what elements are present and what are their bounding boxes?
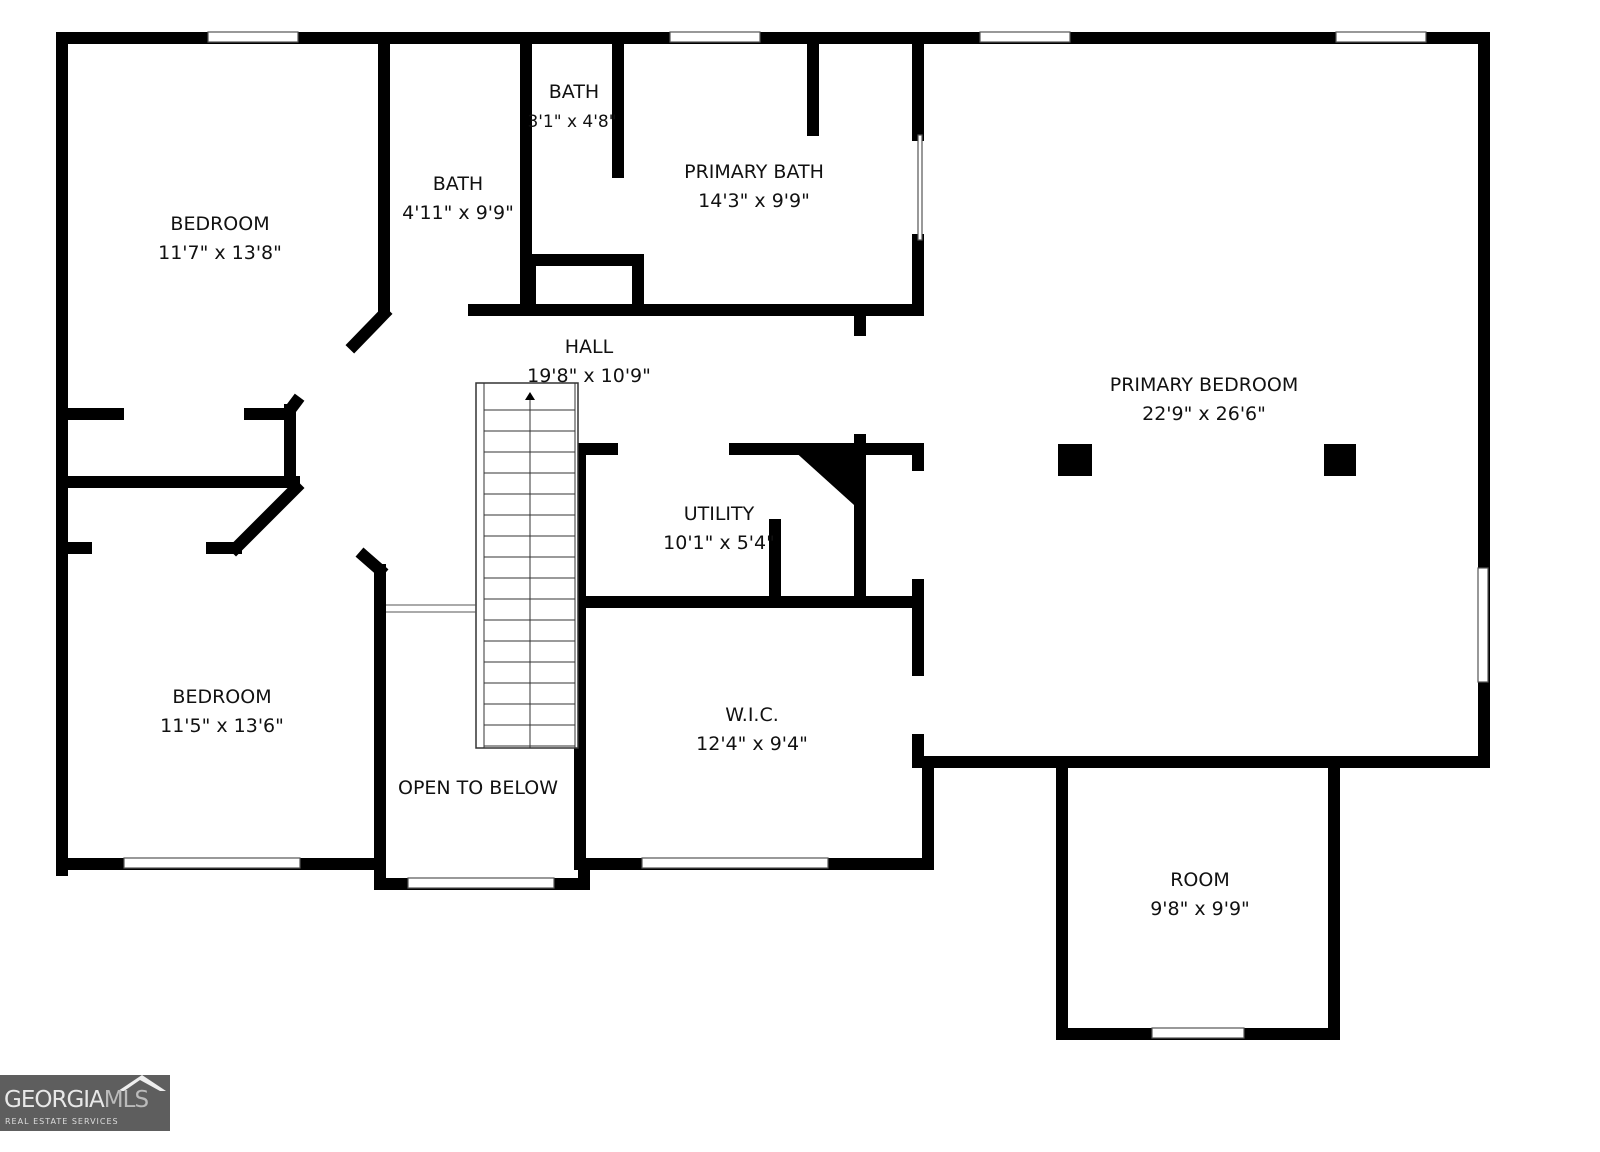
room-name: UTILITY xyxy=(684,503,755,525)
room-name: HALL xyxy=(565,336,614,358)
column xyxy=(1058,444,1092,476)
room-name: BATH xyxy=(549,81,599,103)
room-size: 14'3" x 9'9" xyxy=(698,190,810,212)
room-size: 4'11" x 9'9" xyxy=(402,202,514,224)
room-size: 11'5" x 13'6" xyxy=(160,715,284,737)
room-size: 11'7" x 13'8" xyxy=(158,242,282,264)
room-size: 22'9" x 26'6" xyxy=(1142,403,1266,425)
room-name: OPEN TO BELOW xyxy=(398,777,558,799)
room-name: W.I.C. xyxy=(725,704,779,726)
windows xyxy=(123,31,1489,1039)
room-size: 19'8" x 10'9" xyxy=(527,365,651,387)
room-name: PRIMARY BATH xyxy=(684,161,824,183)
room-size: 9'8" x 9'9" xyxy=(1150,898,1250,920)
room-size: 10'1" x 5'4" xyxy=(663,532,775,554)
logo-subtext: REAL ESTATE SERVICES xyxy=(5,1117,119,1126)
room-size: 12'4" x 9'4" xyxy=(696,733,808,755)
room-name: BEDROOM xyxy=(170,213,269,235)
roof-icon xyxy=(118,1075,166,1091)
room-name: BATH xyxy=(433,173,483,195)
logo-text: GEORGIAMLS xyxy=(4,1087,149,1113)
room-labels: BEDROOM 11'7" x 13'8" BATH 4'11" x 9'9" … xyxy=(158,81,1298,920)
stairs xyxy=(386,382,579,749)
room-name: PRIMARY BEDROOM xyxy=(1110,374,1298,396)
georgia-mls-logo: GEORGIAMLS REAL ESTATE SERVICES xyxy=(0,1075,170,1131)
walls xyxy=(56,32,1490,1040)
room-size: 3'1" x 4'8" xyxy=(527,112,616,132)
stair-arrow-icon xyxy=(525,392,535,400)
column xyxy=(1324,444,1356,476)
room-name: ROOM xyxy=(1170,869,1230,891)
room-name: BEDROOM xyxy=(172,686,271,708)
